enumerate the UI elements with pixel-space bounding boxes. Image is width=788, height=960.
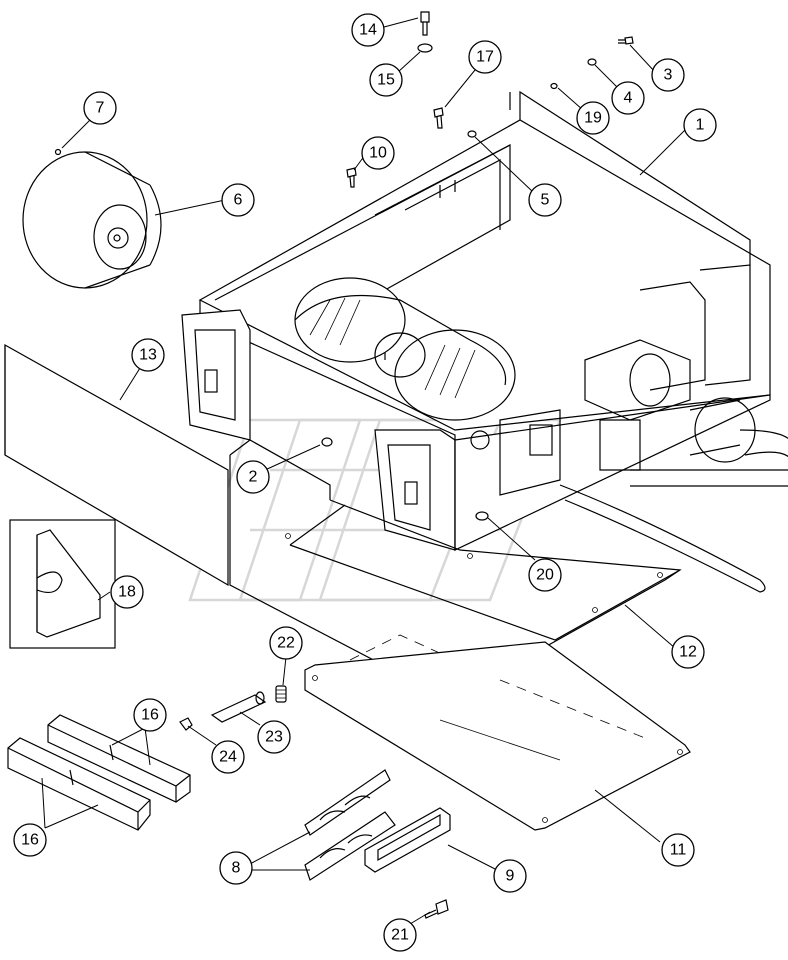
svg-text:13: 13 — [139, 347, 157, 364]
callout-23: 23 — [257, 720, 291, 754]
callout-8: 8 — [219, 851, 253, 885]
callout-16-top: 16 — [133, 698, 167, 732]
svg-text:16: 16 — [141, 707, 159, 724]
callout-7: 7 — [83, 91, 117, 125]
hardware-fasteners — [321, 11, 634, 919]
svg-text:6: 6 — [234, 192, 243, 209]
svg-text:8: 8 — [232, 860, 241, 877]
callout-3: 3 — [651, 58, 685, 92]
callout-19: 19 — [576, 101, 610, 135]
foam-blocks — [7, 714, 191, 831]
svg-text:10: 10 — [369, 145, 387, 162]
svg-text:5: 5 — [541, 192, 550, 209]
callout-9: 9 — [493, 859, 527, 893]
svg-text:12: 12 — [679, 644, 697, 661]
callout-18: 18 — [110, 575, 144, 609]
svg-text:21: 21 — [391, 927, 409, 944]
callout-11: 11 — [661, 833, 695, 867]
svg-text:14: 14 — [359, 22, 377, 39]
side-panel-part — [4, 343, 229, 587]
svg-text:22: 22 — [277, 635, 295, 652]
svg-text:1: 1 — [696, 117, 705, 134]
bracket-detail-box — [9, 519, 116, 649]
callout-14: 14 — [351, 13, 385, 47]
callout-17: 17 — [468, 40, 502, 74]
callout-2: 2 — [236, 460, 270, 494]
callout-21: 21 — [383, 918, 417, 952]
svg-text:11: 11 — [670, 842, 687, 859]
base-panels — [229, 439, 682, 701]
svg-text:23: 23 — [265, 729, 283, 746]
callout-24: 24 — [211, 740, 245, 774]
callout-4: 4 — [611, 81, 645, 115]
svg-text:19: 19 — [584, 110, 602, 127]
callout-1: 1 — [683, 108, 717, 142]
svg-text:24: 24 — [219, 749, 237, 766]
callout-20: 20 — [528, 558, 562, 592]
svg-text:15: 15 — [377, 72, 395, 89]
housing-assembly — [181, 90, 788, 593]
svg-text:18: 18 — [118, 584, 136, 601]
callout-13: 13 — [131, 338, 165, 372]
svg-text:7: 7 — [96, 100, 105, 117]
svg-text:17: 17 — [476, 49, 494, 66]
callout-16-bottom: 16 — [13, 823, 47, 857]
callout-12: 12 — [671, 635, 705, 669]
svg-text:3: 3 — [664, 67, 673, 84]
clamp-brackets — [304, 769, 451, 881]
callout-22: 22 — [269, 626, 303, 660]
callout-15: 15 — [369, 63, 403, 97]
svg-text:20: 20 — [536, 567, 554, 584]
svg-text:2: 2 — [249, 469, 258, 486]
bottom-cover-panel — [304, 641, 691, 831]
blower-wheel-part — [22, 148, 162, 289]
callout-6: 6 — [221, 183, 255, 217]
callouts: 1 2 3 4 5 6 7 8 9 10 11 12 13 14 15 16 1… — [13, 13, 717, 952]
callout-10: 10 — [361, 136, 395, 170]
svg-text:9: 9 — [506, 868, 515, 885]
svg-text:16: 16 — [21, 832, 39, 849]
svg-text:4: 4 — [624, 90, 633, 107]
callout-5: 5 — [528, 183, 562, 217]
